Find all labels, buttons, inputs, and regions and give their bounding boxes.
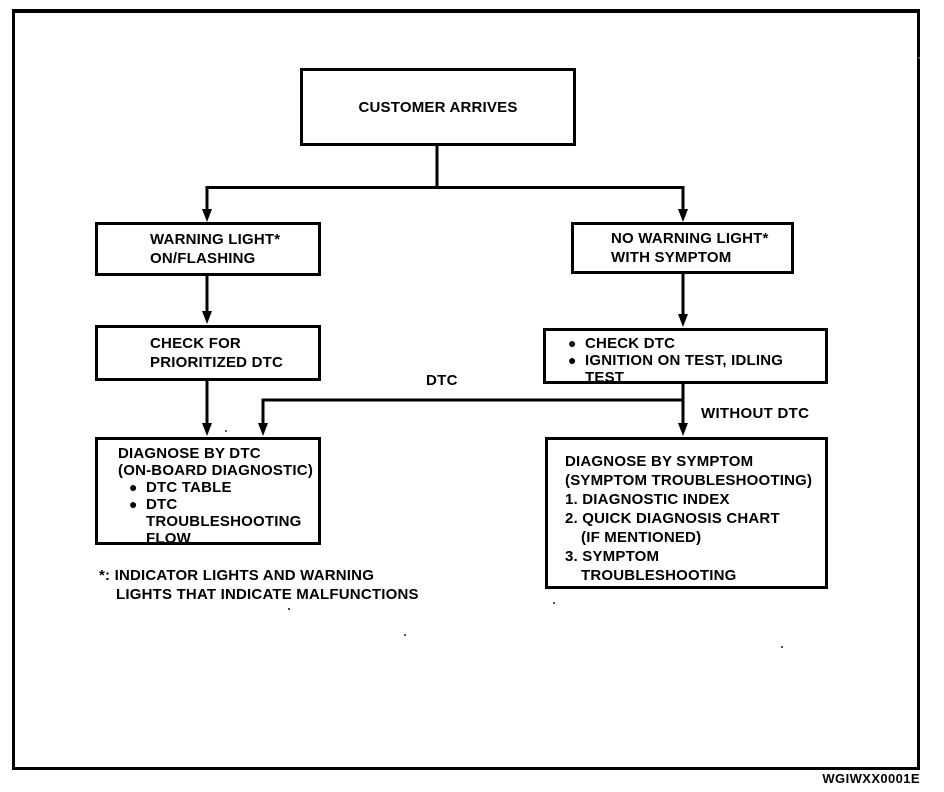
bullet-row: ● DTC TABLE <box>129 479 318 496</box>
node-text: CHECK FOR <box>150 335 241 352</box>
bullet-row: ● IGNITION ON TEST, IDLING <box>568 352 825 369</box>
node-check-prioritized-dtc: CHECK FOR PRIORITIZED DTC <box>95 325 321 381</box>
node-text: FLOW <box>146 530 191 547</box>
footnote: *: INDICATOR LIGHTS AND WARNING LIGHTS T… <box>99 566 419 604</box>
node-text: WITH SYMPTOM <box>611 249 732 266</box>
edge-label-dtc: DTC <box>426 372 458 389</box>
node-text: WARNING LIGHT* <box>150 231 281 248</box>
node-text: TEST <box>585 369 625 386</box>
figure-code: WGIWXX0001E <box>822 771 920 786</box>
bullet-icon: ● <box>568 352 577 368</box>
node-text: DIAGNOSE BY SYMPTOM <box>565 453 754 470</box>
footnote-line: *: INDICATOR LIGHTS AND WARNING <box>99 567 375 584</box>
diagram-border <box>12 9 920 770</box>
node-diagnose-by-dtc: DIAGNOSE BY DTC (ON-BOARD DIAGNOSTIC) ● … <box>95 437 321 547</box>
arrowhead-dtc-branch <box>258 423 268 436</box>
node-text: 2. QUICK DIAGNOSIS CHART <box>565 510 780 527</box>
edge-label-without-dtc: WITHOUT DTC <box>701 405 810 422</box>
arrowhead-to-check-prioritized <box>202 311 212 324</box>
node-no-warning-light: NO WARNING LIGHT* WITH SYMPTOM <box>571 222 794 274</box>
node-text: TROUBLESHOOTING <box>581 567 737 584</box>
node-text: DTC <box>146 496 178 513</box>
arrowhead-to-check-dtc <box>678 314 688 327</box>
node-text: DIAGNOSE BY DTC <box>118 445 261 462</box>
bullet-row: ● CHECK DTC <box>568 335 825 352</box>
node-diagnose-by-symptom: DIAGNOSE BY SYMPTOM (SYMPTOM TROUBLESHOO… <box>545 437 828 589</box>
node-text: (ON-BOARD DIAGNOSTIC) <box>118 462 314 479</box>
node-text: ON/FLASHING <box>150 250 256 267</box>
arrowhead-check-to-diagnose <box>202 423 212 436</box>
node-text: IGNITION ON TEST, IDLING <box>585 352 784 369</box>
node-text: DTC TABLE <box>146 479 232 496</box>
node-customer-arrives: CUSTOMER ARRIVES <box>300 68 576 146</box>
node-text: CUSTOMER ARRIVES <box>358 98 518 116</box>
node-text: (IF MENTIONED) <box>581 529 702 546</box>
node-text: CHECK DTC <box>585 335 676 352</box>
node-warning-light: WARNING LIGHT* ON/FLASHING <box>95 222 321 276</box>
footnote-line: LIGHTS THAT INDICATE MALFUNCTIONS <box>116 586 419 603</box>
bullet-row: ● DTC <box>129 496 318 513</box>
arrowhead-to-no-warning <box>678 209 688 222</box>
bullet-icon: ● <box>129 496 138 512</box>
bullet-icon: ● <box>129 479 138 495</box>
scan-speckles <box>288 608 290 610</box>
node-text: PRIORITIZED DTC <box>150 354 283 371</box>
bullet-icon: ● <box>568 335 577 351</box>
node-text: 1. DIAGNOSTIC INDEX <box>565 491 730 508</box>
node-check-dtc-tests: ● CHECK DTC ● IGNITION ON TEST, IDLING T… <box>543 328 828 386</box>
node-text: TROUBLESHOOTING <box>146 513 302 530</box>
arrowhead-to-warning <box>202 209 212 222</box>
arrowhead-to-diagnose-symptom <box>678 423 688 436</box>
node-text: (SYMPTOM TROUBLESHOOTING) <box>565 472 813 489</box>
node-text: 3. SYMPTOM <box>565 548 660 565</box>
node-text: NO WARNING LIGHT* <box>611 230 769 247</box>
